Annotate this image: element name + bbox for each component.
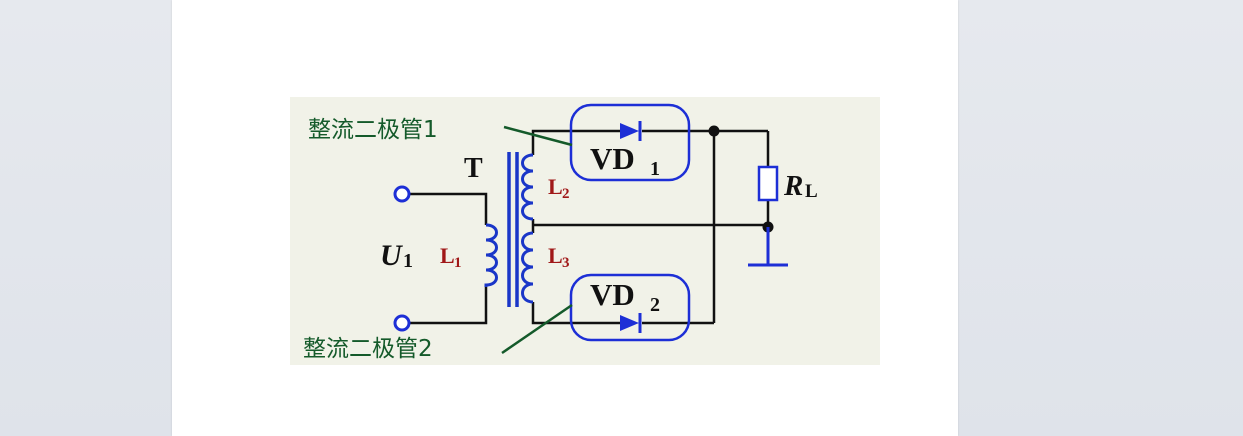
transformer-core-icon (507, 152, 519, 307)
label-secondary-upper-sub: 2 (562, 186, 570, 202)
primary-coil-icon (484, 223, 498, 287)
vd1-diode-icon (620, 121, 642, 141)
circuit-diagram: 整流二极管1 整流二极管2 T U 1 L 1 L 2 L 3 VD 1 VD … (303, 103, 818, 362)
label-input-voltage: U (380, 239, 403, 272)
label-load-resistor: R (783, 170, 803, 202)
label-secondary-lower: L (548, 243, 563, 268)
document-page: ” (172, 0, 958, 436)
wire-secondary-bottom (531, 302, 620, 325)
caption-rectifier-diode-2: 整流二极管2 (303, 336, 433, 362)
label-primary-coil: L (440, 243, 455, 268)
label-vd1: VD (590, 141, 635, 176)
label-input-voltage-sub: 1 (403, 250, 413, 272)
label-primary-coil-sub: 1 (454, 255, 462, 271)
label-load-resistor-sub: L (805, 181, 818, 202)
label-transformer-t: T (464, 153, 483, 184)
secondary-coil-lower-icon (521, 231, 534, 304)
vd2-diode-icon (620, 313, 642, 333)
label-secondary-upper: L (548, 174, 563, 199)
label-vd2-sub: 2 (650, 294, 660, 316)
secondary-coil-upper-icon (521, 153, 534, 221)
label-secondary-lower-sub: 3 (562, 255, 570, 271)
input-terminal-top (393, 185, 411, 203)
circuit-wires (409, 129, 770, 325)
vd1-highlight-box (569, 103, 691, 182)
ground-icon (748, 227, 788, 267)
label-vd1-sub: 1 (650, 158, 660, 180)
vd2-highlight-box (569, 273, 691, 342)
caption1-pointer (503, 125, 573, 147)
load-resistor-icon (757, 165, 779, 202)
junction-dot-top (708, 125, 720, 137)
caption2-pointer (501, 303, 573, 355)
quote-mark: ” (244, 0, 251, 8)
wire-input-bottom (409, 287, 488, 325)
caption-rectifier-diode-1: 整流二极管1 (308, 117, 438, 143)
wire-input-top (409, 192, 488, 225)
label-vd2: VD (590, 277, 635, 312)
circuit-figure: 整流二极管1 整流二极管2 T U 1 L 1 L 2 L 3 VD 1 VD … (290, 97, 880, 365)
input-terminal-bottom (393, 314, 411, 332)
wire-secondary-top (531, 129, 580, 152)
